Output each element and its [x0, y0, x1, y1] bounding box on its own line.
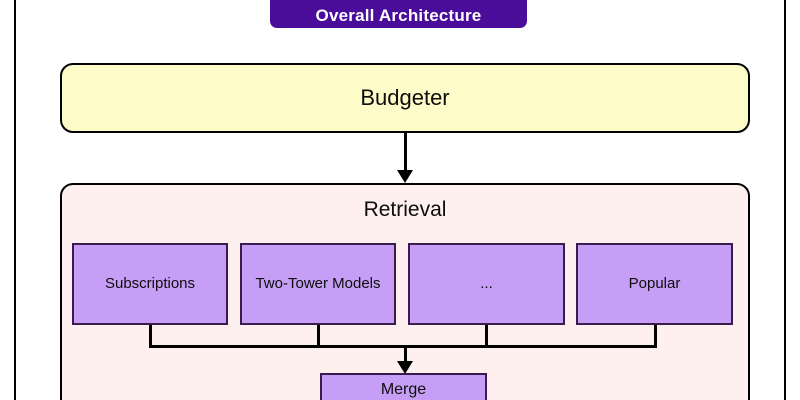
retrieval-source-popular: Popular [576, 243, 733, 325]
diagram-title-banner: Overall Architecture [270, 0, 527, 28]
page-frame-left-rule [14, 0, 16, 400]
budgeter-to-retrieval-line [404, 133, 407, 173]
budgeter-label: Budgeter [360, 85, 450, 110]
merge-node: Merge [320, 373, 487, 400]
source-stub-ellipsis [485, 325, 488, 348]
sources-merge-bus-line [149, 345, 657, 348]
merge-label: Merge [380, 381, 427, 398]
retrieval-source-subscriptions: Subscriptions [72, 243, 228, 325]
retrieval-source-label: Popular [628, 274, 681, 292]
retrieval-source-label: ... [480, 274, 493, 292]
source-stub-subscriptions [149, 325, 152, 348]
budgeter-to-retrieval-arrowhead [397, 170, 413, 183]
retrieval-source-two-tower-models: Two-Tower Models [240, 243, 396, 325]
retrieval-source-label: Two-Tower Models [255, 274, 381, 292]
page-frame-right-rule [784, 0, 786, 400]
bus-to-merge-arrowhead [397, 361, 413, 374]
retrieval-source-ellipsis: ... [408, 243, 565, 325]
budgeter-node: Budgeter [60, 63, 750, 133]
retrieval-source-label: Subscriptions [104, 274, 196, 292]
retrieval-label: Retrieval [363, 198, 447, 221]
source-stub-popular [654, 325, 657, 348]
diagram-title-label: Overall Architecture [315, 6, 482, 25]
source-stub-two-tower-models [317, 325, 320, 348]
bus-to-merge-line [404, 345, 407, 365]
